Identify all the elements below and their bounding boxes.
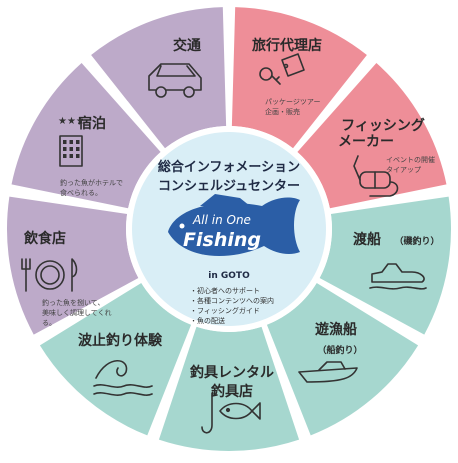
- hotel-stars-icon: ★★★: [58, 116, 85, 127]
- fish-fin-icon: [200, 194, 250, 206]
- center-bullet-1: ・初心者へのサポート: [190, 286, 260, 295]
- car-icon: [148, 63, 202, 98]
- center-bullet-4: ・魚の配送: [190, 316, 225, 325]
- segment-label2-tackle-rental: 釣具店: [211, 383, 253, 400]
- labels-layer: 交通 旅行代理店パッケージツアー企画・販売フィッシングメーカーイベントの開催タイア…: [23, 37, 440, 400]
- logo-line2: Fishing: [183, 229, 261, 251]
- segment-label-fishing-maker: フィッシング: [341, 117, 425, 134]
- jet-ski-icon: [369, 263, 427, 290]
- segment-fishing-maker: [297, 62, 447, 209]
- logo-line1: All in One: [192, 213, 251, 227]
- segment-transport: [91, 7, 227, 149]
- segment-label-tackle-rental: 釣具レンタル: [190, 364, 274, 381]
- center-bullet-3: ・フィッシングガイド: [190, 306, 260, 315]
- segment-sub-fishing-maker: タイアップ: [386, 165, 421, 174]
- segment-sub-restaurant: る。: [42, 319, 56, 327]
- keys-tag-icon: [259, 53, 305, 85]
- plate-cutlery-icon: [21, 258, 78, 292]
- segment-breakwater: [39, 282, 192, 436]
- segment-label2-ferry-rock: （磯釣り）: [394, 235, 439, 247]
- segment-label-lodging: 宿泊: [78, 115, 106, 132]
- segment-label-breakwater: 波止釣り体験: [78, 332, 163, 349]
- segment-tackle-rental: [158, 326, 300, 451]
- segment-label-transport: 交通: [173, 37, 201, 54]
- segment-ferry-rock: [319, 196, 451, 335]
- fish-hook-icon: [201, 392, 261, 434]
- fish-eye-icon: [179, 223, 185, 229]
- segments-layer: [6, 7, 451, 451]
- wave-icon: [93, 359, 153, 396]
- segment-boat-fishing: [266, 282, 419, 436]
- center-title-line2: コンシェルジュセンター: [158, 179, 300, 194]
- fish-logo-icon: [168, 197, 300, 257]
- hotel-icon: [59, 135, 83, 167]
- logo-subtitle: in GOTO: [208, 271, 250, 281]
- icons-layer: [21, 53, 427, 434]
- segment-label2-fishing-maker: メーカー: [338, 134, 394, 150]
- segment-travel-agency: [231, 7, 367, 149]
- segment-sub-travel-agency: パッケージツアー: [265, 98, 320, 106]
- snorkel-mask-icon: [353, 155, 399, 197]
- segment-sub-lodging: 食べられる。: [60, 188, 102, 197]
- motor-boat-icon: [298, 361, 358, 383]
- segment-sub-travel-agency: 企画・販売: [265, 107, 300, 116]
- center-hub: 総合インフォメーション コンシェルジュセンター All in One Fishi…: [126, 126, 332, 332]
- segment-label-travel-agency: 旅行代理店: [252, 37, 322, 54]
- segment-label-restaurant: 飲食店: [23, 230, 66, 247]
- center-title-line1: 総合インフォメーション: [158, 159, 300, 175]
- center-bullet-2: ・各種コンテンツへの案内: [190, 296, 274, 305]
- segment-label-boat-fishing: 遊漁船: [315, 321, 357, 338]
- segment-sub-fishing-maker: イベントの開催: [386, 155, 435, 164]
- segment-label2-boat-fishing: （船釣り）: [317, 344, 362, 356]
- segment-lodging: [11, 62, 161, 209]
- segment-sub-lodging: 釣った魚がホテルで: [60, 178, 123, 187]
- segment-sub-restaurant: 美味しく調理してくれ: [42, 308, 112, 317]
- segment-sub-restaurant: 釣った魚を捌いて、: [42, 298, 104, 307]
- segment-label-ferry-rock: 渡船: [353, 231, 381, 248]
- fishing-logo: All in One Fishing: [168, 194, 300, 257]
